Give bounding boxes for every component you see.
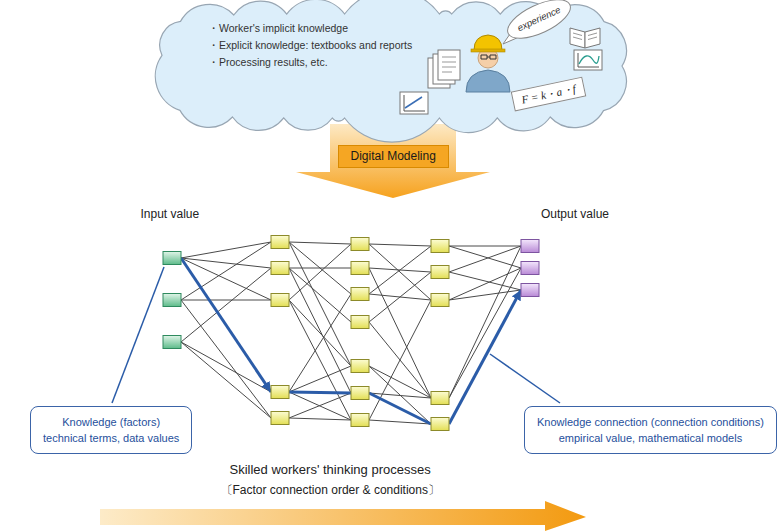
callout-text: Knowledge (factors) <box>43 414 179 430</box>
input-node <box>163 336 181 349</box>
cloud-text: ・Processing results, etc. <box>208 54 412 71</box>
text-group: Digital Modeling <box>351 149 436 164</box>
hidden-node <box>431 294 449 307</box>
hidden-node <box>351 414 369 427</box>
text-group: Knowledge (factors)technical terms, data… <box>43 414 179 446</box>
glasses <box>481 55 496 59</box>
bubble-shape <box>502 0 575 46</box>
hidden-node <box>431 240 449 253</box>
callout-text: technical terms, data values <box>43 430 179 446</box>
document-lines <box>442 57 456 72</box>
process-label: Digital Modeling <box>338 145 449 168</box>
caption-text: 〔Factor connection order & conditions〕 <box>221 482 440 499</box>
hidden-node <box>271 236 289 249</box>
process-text: Digital Modeling <box>351 149 436 164</box>
hidden-node <box>351 238 369 251</box>
hidden-node <box>351 387 369 400</box>
highlight-path <box>181 258 521 424</box>
knowledge-cloud: ・Worker's implicit knowledge・Explicit kn… <box>148 0 636 132</box>
cloud-text: ・Worker's implicit knowledge <box>208 20 412 37</box>
input-nodes <box>163 252 181 349</box>
book-icon <box>570 28 600 48</box>
text-group: Knowledge connection (connection conditi… <box>537 414 764 446</box>
graph-line <box>405 97 422 108</box>
callout-text: Knowledge connection (connection conditi… <box>537 414 764 430</box>
cloud-shape <box>155 0 626 142</box>
input-node <box>163 294 181 307</box>
worker-illustration <box>400 28 602 114</box>
hat-brim <box>471 49 505 52</box>
hard-hat <box>474 35 502 50</box>
callout-box: Knowledge (factors)technical terms, data… <box>30 406 192 454</box>
graph-frame <box>574 50 602 70</box>
leader-line <box>112 267 164 403</box>
output-node <box>521 284 539 297</box>
highlight-link <box>449 290 521 424</box>
hidden-node <box>271 294 289 307</box>
axis-label: Output value <box>541 207 609 221</box>
graph-frame <box>400 92 428 114</box>
graph-icon <box>400 92 428 114</box>
graph-curve <box>579 56 599 64</box>
hidden-node <box>351 360 369 373</box>
process-arrow <box>100 501 586 531</box>
graph-axes <box>404 95 425 111</box>
output-node <box>521 240 539 253</box>
graph-icon <box>574 50 602 70</box>
hidden-node <box>431 392 449 405</box>
hidden-node <box>271 386 289 399</box>
worker-body <box>466 70 510 92</box>
hidden-node <box>351 316 369 329</box>
hidden-node <box>271 262 289 275</box>
hidden-node <box>431 266 449 279</box>
cloud-text: ・Explicit knowledge: textbooks and repor… <box>208 37 412 54</box>
highlight-link <box>289 392 351 393</box>
hidden-nodes <box>271 236 449 431</box>
graph-axes <box>578 53 599 67</box>
axis-label: Input value <box>141 207 200 221</box>
leader-line <box>490 354 560 403</box>
book-lines <box>573 33 597 40</box>
hidden-node <box>431 418 449 431</box>
highlight-link <box>181 258 271 392</box>
document-stack <box>428 50 460 88</box>
output-nodes <box>521 240 539 297</box>
document-icon <box>438 50 460 80</box>
hidden-node <box>271 412 289 425</box>
highlight-link <box>369 393 431 424</box>
caption-text: Skilled workers' thinking processes <box>230 462 431 477</box>
output-node <box>521 262 539 275</box>
input-node <box>163 252 181 265</box>
callout-box: Knowledge connection (connection conditi… <box>524 406 777 454</box>
network-links <box>181 242 521 424</box>
callout-text: empirical value, mathematical models <box>537 430 764 446</box>
hidden-node <box>351 262 369 275</box>
hidden-node <box>351 288 369 301</box>
text-group: ・Worker's implicit knowledge・Explicit kn… <box>208 20 412 71</box>
